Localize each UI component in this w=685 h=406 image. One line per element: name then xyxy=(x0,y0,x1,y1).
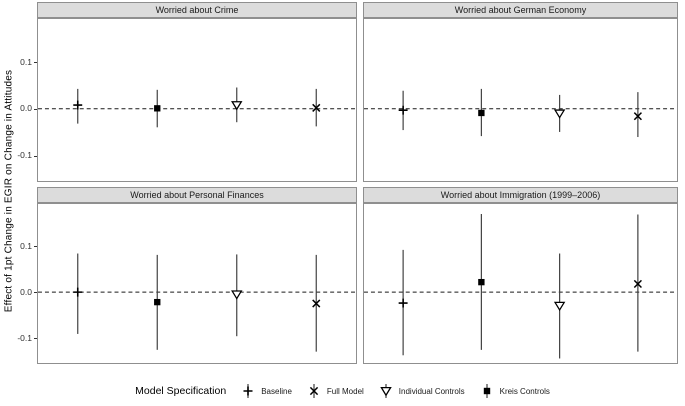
facet-strip-german-economy: Worried about German Economy xyxy=(363,2,678,18)
y-tick-mark xyxy=(34,62,37,64)
x-marker-icon xyxy=(309,384,319,398)
legend-item-full-model: Full Model xyxy=(306,382,364,400)
facet-strip-immigration: Worried about Immigration (1999–2006) xyxy=(363,187,678,203)
facet-strip-title: Worried about Crime xyxy=(155,5,239,15)
legend-item-baseline: Baseline xyxy=(240,382,292,400)
facet-panel-immigration xyxy=(363,203,678,364)
triangle-down-marker-icon xyxy=(380,384,392,398)
y-tick-mark xyxy=(34,292,37,294)
facet-strip-title: Worried about Immigration (1999–2006) xyxy=(440,190,601,200)
y-tick-mark xyxy=(34,338,37,340)
y-tick-label: -0.1 xyxy=(17,332,32,343)
legend-title: Model Specification xyxy=(135,385,227,397)
y-tick-label: 0.1 xyxy=(20,240,32,251)
facet-strip-crime: Worried about Crime xyxy=(37,2,357,18)
immigration-plot-area xyxy=(364,213,677,359)
y-tick-label: 0.1 xyxy=(20,56,32,67)
facet-panel-german-economy xyxy=(363,18,678,182)
y-tick-label: 0.0 xyxy=(20,103,32,114)
y-tick-mark xyxy=(34,246,37,248)
y-tick-label: 0.0 xyxy=(20,286,32,297)
legend-item-individual-controls: Individual Controls xyxy=(378,382,465,400)
german-economy-plot-area xyxy=(364,88,677,138)
y-tick-mark xyxy=(34,108,37,110)
y-tick-label: -0.1 xyxy=(17,150,32,161)
legend-label: Individual Controls xyxy=(398,386,465,396)
legend-label: Kreis Controls xyxy=(499,386,550,396)
facet-strip-title: Worried about Personal Finances xyxy=(130,190,264,200)
legend-label: Full Model xyxy=(326,386,364,396)
facet-strip-personal-finances: Worried about Personal Finances xyxy=(37,187,357,203)
personal-finances-plot-area xyxy=(38,253,356,352)
legend: Model Specification Baseline Full Model … xyxy=(0,379,685,403)
facet-panel-personal-finances xyxy=(37,203,357,364)
square-marker-icon xyxy=(483,384,490,398)
legend-item-kreis-controls: Kreis Controls xyxy=(479,382,550,400)
y-tick-mark xyxy=(34,155,37,157)
legend-label: Baseline xyxy=(261,386,292,396)
crime-plot-area xyxy=(38,87,356,128)
facet-panel-crime xyxy=(37,18,357,182)
facet-strip-title: Worried about German Economy xyxy=(454,5,587,15)
plus-marker-icon xyxy=(243,384,253,398)
